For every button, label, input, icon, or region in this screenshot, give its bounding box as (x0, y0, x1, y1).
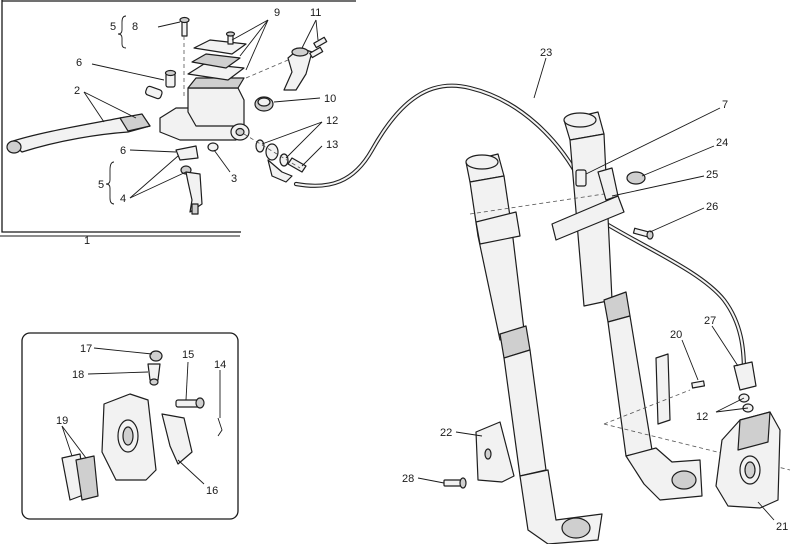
caliper-banjo (733, 361, 757, 413)
inset-frame (1, 0, 241, 233)
callout-14: 14 (214, 359, 226, 371)
fork-guard-mount (655, 353, 671, 425)
callout-1: 1 (84, 235, 90, 247)
callout-8: 8 (132, 21, 138, 33)
callout-25: 25 (706, 169, 718, 181)
grommet (626, 171, 646, 185)
callout-5-bottom: 5 (98, 179, 104, 191)
pad-spring-16 (161, 413, 193, 465)
master-cylinder-inset (0, 0, 356, 237)
cap-screw (179, 16, 190, 37)
brake-pads-19 (61, 453, 99, 501)
callout-3: 3 (231, 173, 237, 185)
caliper-inset-body (101, 393, 157, 481)
callout-22: 22 (440, 427, 452, 439)
callout-17: 17 (80, 343, 92, 355)
callout-9: 9 (274, 7, 280, 19)
callout-labels: 1 2 3 4 5 5 6 6 7 8 9 10 11 12 12 13 14 … (56, 7, 788, 533)
mount-bolt-20 (691, 380, 706, 389)
callout-10: 10 (324, 93, 336, 105)
callout-28: 28 (402, 473, 414, 485)
callout-13: 13 (326, 139, 338, 151)
fork-bracket (475, 421, 515, 483)
master-cylinder-body (159, 77, 250, 141)
callout-6-bottom: 6 (120, 145, 126, 157)
callout-18: 18 (72, 369, 84, 381)
callout-21: 21 (776, 521, 788, 533)
callout-26: 26 (706, 201, 718, 213)
callout-27: 27 (704, 315, 716, 327)
pad-pin-15 (175, 397, 205, 409)
callout-11: 11 (310, 7, 321, 19)
hose-guide (575, 169, 587, 187)
callout-6-top: 6 (76, 57, 82, 69)
plug-cap (254, 96, 274, 112)
callout-12-top: 12 (326, 115, 338, 127)
clip-14 (217, 417, 223, 437)
callout-2: 2 (74, 85, 80, 97)
caliper-inset-frame (21, 332, 239, 520)
handlebar-clamp (283, 36, 328, 91)
callout-20: 20 (670, 329, 682, 341)
callout-24: 24 (716, 137, 728, 149)
front-fork-left (465, 153, 603, 544)
bracket-bolt-28 (443, 477, 467, 489)
callout-5-top: 5 (110, 21, 116, 33)
brake-lever (6, 113, 151, 154)
brake-light-switch (175, 142, 219, 215)
callout-7: 7 (722, 99, 728, 111)
callout-16: 16 (206, 485, 218, 497)
callout-23: 23 (540, 47, 552, 59)
callout-19: 19 (56, 415, 68, 427)
reservoir-cap-set (187, 31, 247, 81)
brake-hose-23 (293, 83, 585, 188)
clamp-bolt-26 (632, 227, 654, 240)
lever-bushing (145, 85, 163, 100)
callout-15: 15 (182, 349, 194, 361)
bleed-valve-18 (147, 363, 161, 386)
lever-pivot-pin (164, 69, 177, 88)
brake-caliper-21 (715, 411, 781, 509)
bleed-cap-17 (149, 350, 163, 362)
fork-crossbar-guide (469, 193, 605, 215)
fork-clamp-left (475, 211, 521, 245)
leader-lines (61, 15, 775, 521)
brake-hose-lower (587, 211, 747, 375)
callout-4: 4 (120, 193, 126, 205)
hose-clamp-plate (551, 195, 625, 241)
callout-12-bottom: 12 (696, 411, 708, 423)
